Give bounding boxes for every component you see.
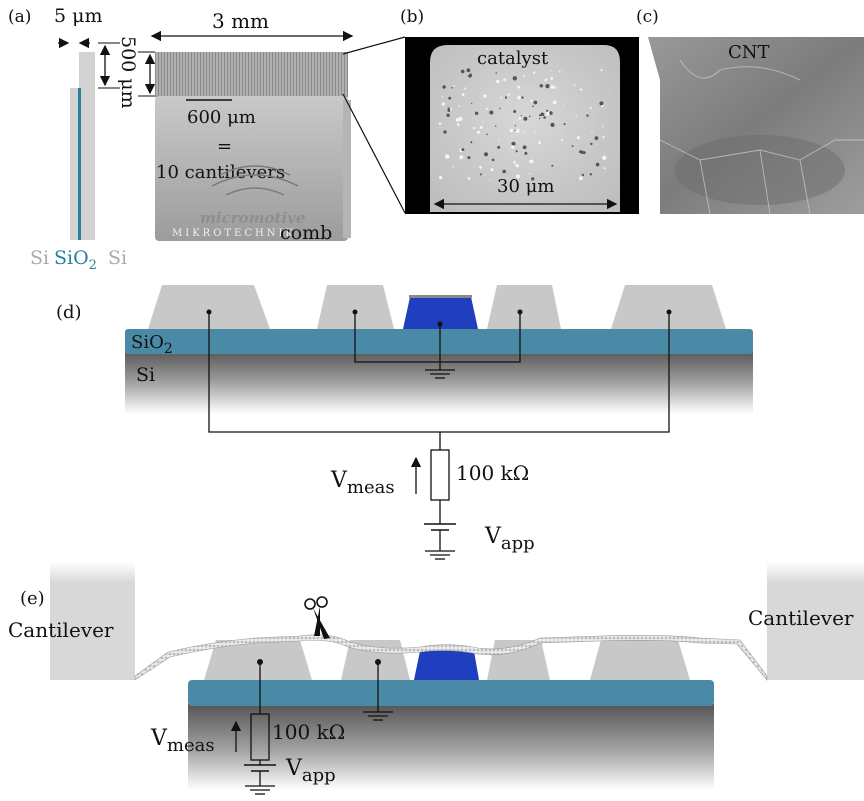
- circuit-e: [230, 662, 393, 795]
- comb-label: comb: [280, 222, 332, 244]
- panel-c-label: (c): [636, 7, 659, 27]
- cantilever-width-label: 5 μm: [54, 5, 103, 27]
- panel-d: (d) SiO2 Si: [56, 285, 753, 560]
- sem-b-image: [430, 45, 620, 212]
- si-substrate-d: [125, 352, 753, 414]
- sio2-layer-d: [125, 329, 753, 354]
- si-substrate-e: [188, 704, 714, 790]
- resistor-label-d: 100 kΩ: [456, 461, 529, 485]
- panel-b: (b) catalyst 30 μm: [400, 7, 639, 214]
- panel-b-label: (b): [400, 7, 424, 27]
- cantilever-right-block: [767, 562, 864, 680]
- comb-width-label: 3 mm: [212, 9, 269, 33]
- equals-sign: =: [217, 136, 232, 157]
- electrode-outer-left: [148, 285, 270, 329]
- electrode-outer-right: [611, 285, 726, 329]
- panel-a-label: (a): [8, 7, 31, 27]
- cnt-film: [134, 634, 768, 681]
- scale-label: 600 μm: [187, 107, 256, 128]
- catalyst-label: catalyst: [477, 48, 549, 69]
- cantilever-notch: [70, 52, 79, 88]
- sio2-layer-e: [188, 680, 714, 706]
- inner-ground-circuit: [354, 312, 521, 379]
- resistor-label-e: 100 kΩ: [272, 720, 345, 744]
- height-label: 500 μm: [117, 36, 139, 109]
- si-right-label: Si: [108, 247, 127, 269]
- catalyst-pad-e: [414, 651, 479, 680]
- cnt-label: CNT: [728, 42, 770, 63]
- cantilever-left-block: [50, 562, 135, 680]
- sio2-label: SiO2: [54, 247, 97, 273]
- oxide-stripe: [78, 88, 81, 240]
- scale-label-b: 30 μm: [497, 176, 554, 197]
- cnt-boundaries: [659, 59, 864, 215]
- panel-e-label: (e): [20, 588, 45, 609]
- catalyst-speckles: [438, 68, 607, 181]
- panel-a: (a) 5 μm 500 μm Si SiO2 Si 3 mm 600 μm =…: [8, 5, 406, 273]
- vmeas-label-e: Vmeas: [150, 726, 215, 756]
- electrode-e-4: [590, 640, 690, 680]
- vmeas-label-d: Vmeas: [330, 468, 395, 498]
- electrode-inner-right: [487, 285, 561, 329]
- panel-e: (e) Cantilever Cantilever: [8, 562, 864, 795]
- panel-c: (c) CNT: [636, 7, 864, 215]
- panel-d-label: (d): [56, 302, 82, 323]
- sio2-label-d: SiO2: [131, 332, 173, 357]
- comb-teeth-lines: [156, 52, 347, 96]
- si-left-label: Si: [30, 247, 49, 269]
- cantilevers-label: 10 cantilevers: [156, 162, 285, 183]
- comb-body: [155, 96, 348, 241]
- vapp-label-d: Vapp: [484, 524, 535, 554]
- cantilever-right-label: Cantilever: [748, 606, 854, 630]
- catalyst-pad-d: [403, 297, 478, 329]
- measurement-circuit: [208, 312, 670, 560]
- logo-text: micromotive: [200, 209, 305, 227]
- resistor-d: [430, 449, 450, 501]
- vapp-label-e: Vapp: [285, 756, 336, 786]
- si-label-d: Si: [136, 364, 155, 386]
- electrode-inner-left: [317, 285, 394, 329]
- scissors-icon: [304, 596, 330, 639]
- cantilever-left-label: Cantilever: [8, 618, 114, 642]
- logo-subtext: MIKROTECHNIK: [172, 228, 296, 239]
